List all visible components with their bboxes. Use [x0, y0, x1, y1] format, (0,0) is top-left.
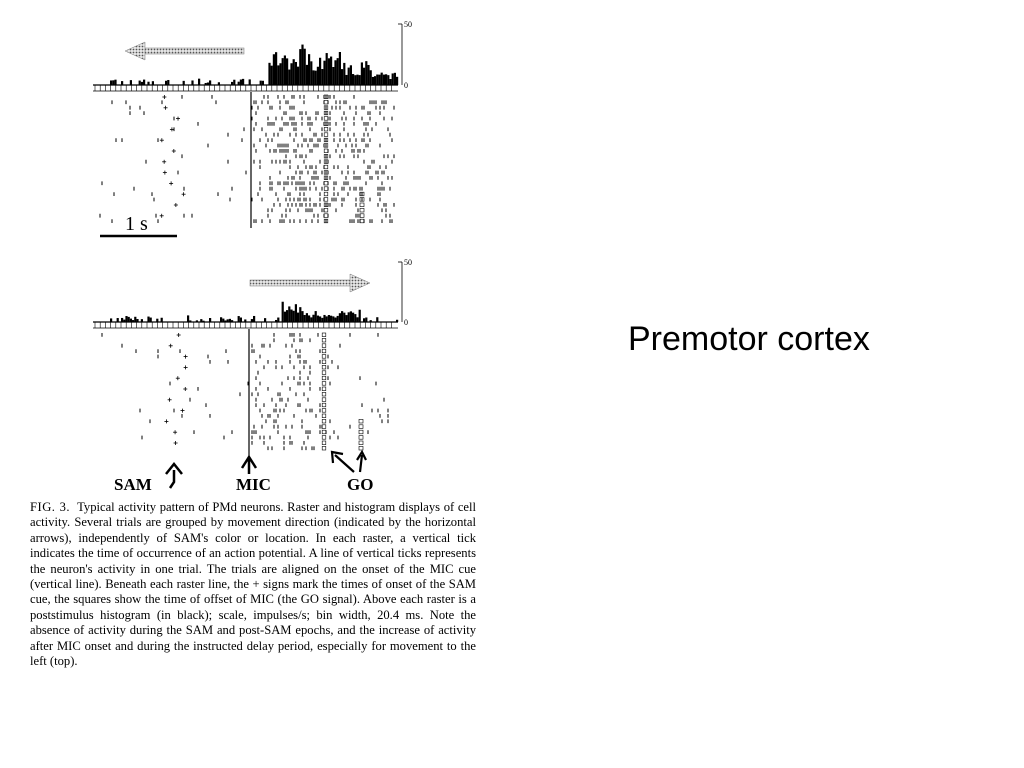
- rate-scale-left: 50 0: [398, 20, 412, 90]
- scale-bar: 1 s: [100, 213, 177, 238]
- time-axis-left: [93, 84, 398, 92]
- mic-arrow-icon: [240, 454, 258, 474]
- go-arrow-icon: [330, 449, 367, 473]
- sam-label: SAM: [114, 475, 152, 494]
- histogram-right: [110, 301, 399, 322]
- scale-bar-label: 1 s: [125, 213, 148, 235]
- raster-right: [101, 332, 389, 451]
- histogram-left: [110, 44, 399, 85]
- figure-caption: FIG. 3. Typical activity pattern of PMd …: [30, 500, 476, 669]
- caption-label: FIG. 3.: [30, 500, 71, 514]
- left-arrow-icon: [124, 41, 245, 61]
- scale-min-left: 0: [404, 81, 408, 90]
- mic-label: MIC: [236, 475, 271, 494]
- rate-scale-right: 50 0: [398, 258, 412, 327]
- raster-histogram-figure: 50 0 1 s 50 0: [93, 20, 412, 494]
- event-labels: SAM MIC GO: [114, 449, 373, 494]
- panel-right: 50 0: [93, 258, 412, 456]
- scale-max-left: 50: [404, 20, 412, 29]
- slide-title: Premotor cortex: [628, 320, 870, 358]
- panel-left: 50 0 1 s: [93, 20, 412, 238]
- scale-min-right: 0: [404, 318, 408, 327]
- right-arrow-icon: [249, 273, 371, 293]
- raster-left: [99, 94, 395, 224]
- go-label: GO: [347, 475, 373, 494]
- time-axis-right: [93, 321, 398, 329]
- sam-arrow-icon: [165, 461, 183, 489]
- caption-text: Typical activity pattern of PMd neurons.…: [30, 500, 477, 669]
- scale-max-right: 50: [404, 258, 412, 267]
